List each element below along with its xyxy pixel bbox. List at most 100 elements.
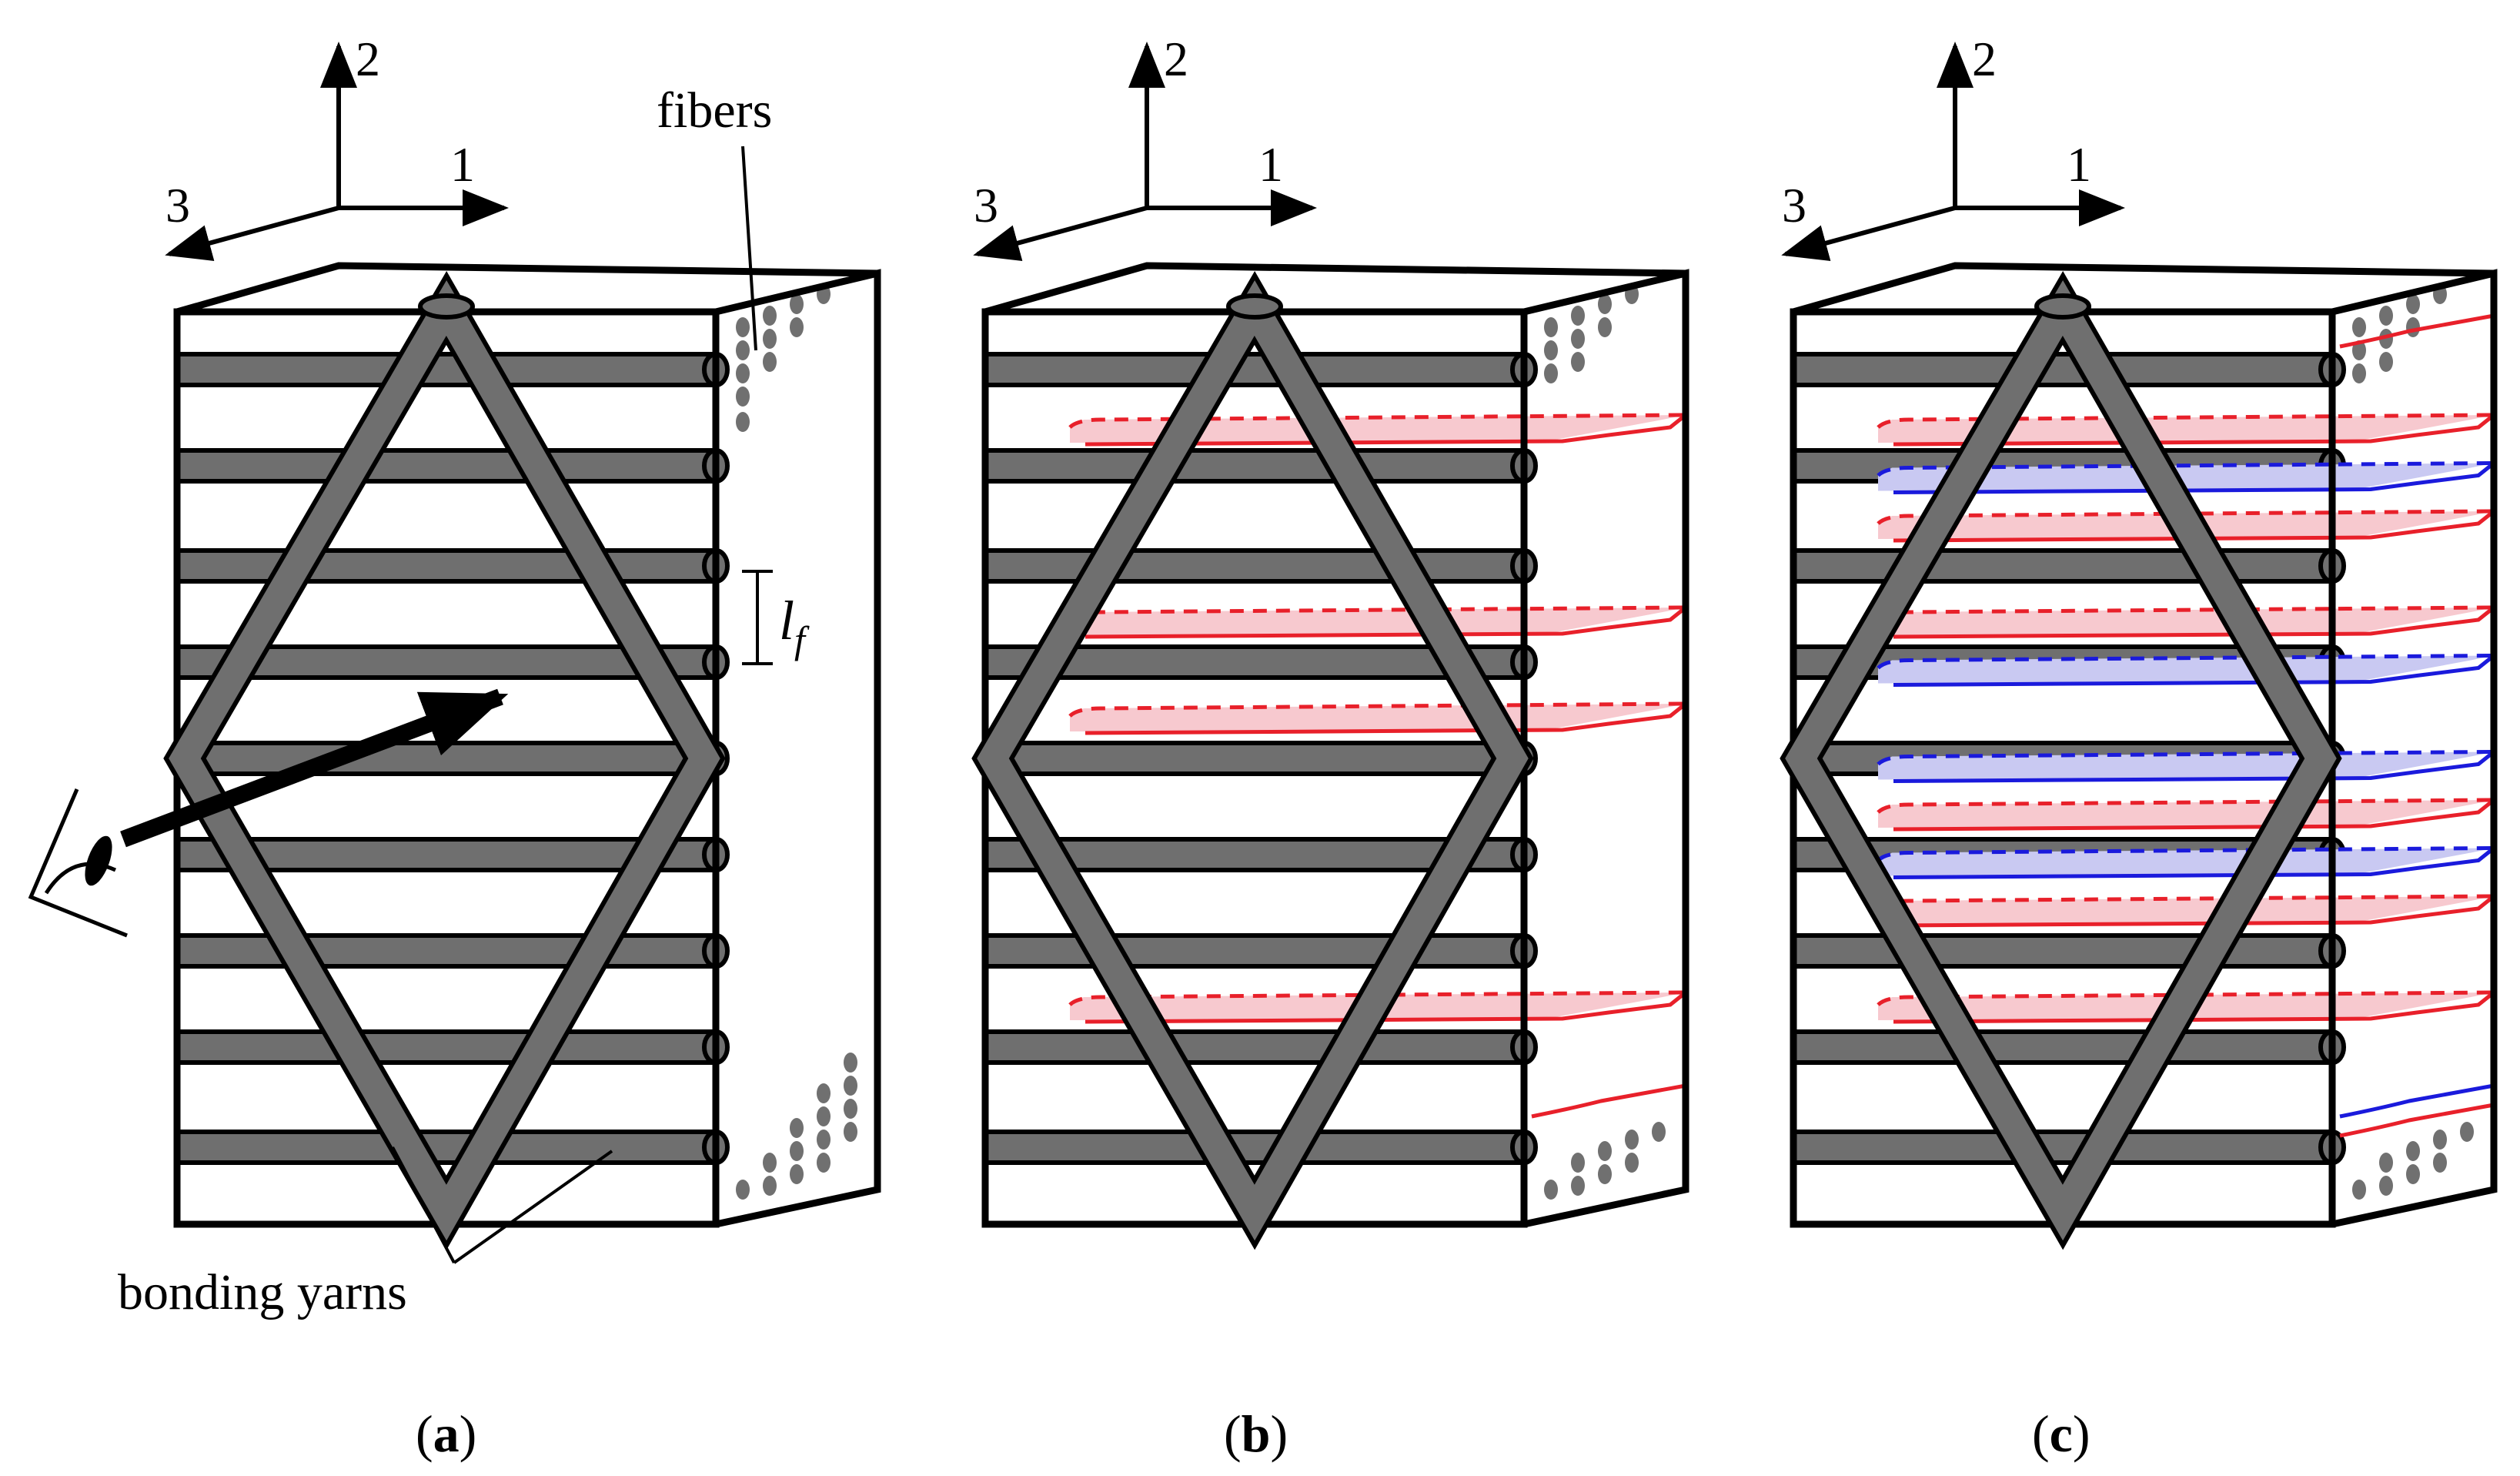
fiber-dot: [736, 363, 750, 383]
fiber-dot: [763, 1176, 777, 1196]
fiber-bar: [983, 448, 1526, 484]
fiber-dot: [2406, 1164, 2420, 1184]
eye-icon: [28, 788, 128, 938]
crack-solid-edge: [1085, 702, 1687, 735]
viewing-direction-arrow: [120, 688, 509, 848]
fiber-dot: [817, 1153, 831, 1173]
panel-b: 213(b): [971, 32, 1689, 1463]
top-face: [985, 266, 1686, 312]
fiber-dot: [763, 352, 777, 372]
side-face: [1524, 273, 1686, 1224]
bonding-yarn: [971, 270, 1534, 1250]
laminate-block: [163, 262, 881, 1250]
axis-3-arrow: [165, 206, 339, 261]
crack-fill: [1878, 800, 2494, 828]
crack-dashed-edge: [1877, 461, 2495, 477]
fiber-dot: [817, 1106, 831, 1126]
crack-solid-edge: [1893, 991, 2495, 1024]
fiber-dot: [1544, 340, 1558, 360]
crack-dashed-edge: [1877, 798, 2495, 814]
yarn-top-end: [2034, 293, 2091, 320]
fiber-dot: [763, 1153, 777, 1173]
axis-1-label: 1: [2067, 137, 2091, 192]
caption-letter: c: [2050, 1404, 2073, 1463]
laminate-block: [1780, 262, 2498, 1250]
fiber-bars: [175, 352, 730, 1165]
fiber-bar: [175, 448, 718, 484]
panel-a-annotations: fibers lf bonding yarns: [28, 82, 810, 1320]
crack-solid-edge: [1893, 654, 2495, 687]
fiber-dot: [790, 317, 804, 337]
fiber-bar: [983, 741, 1526, 776]
side-outline: [2331, 269, 2498, 1228]
caption-close: ): [460, 1404, 477, 1463]
axis-triad: 2 1 3: [1781, 32, 2125, 261]
axis-3-arrow: [1781, 206, 1956, 261]
crack-layer: [1068, 413, 1687, 1119]
panel-caption: (b): [1224, 1404, 1288, 1463]
fiber-bar: [983, 1130, 1526, 1165]
axis-3-label: 3: [1782, 178, 1806, 233]
fiber-bar: [175, 741, 718, 776]
caption-open: (: [2032, 1404, 2050, 1463]
top-outline: [175, 262, 878, 316]
crack-solid-edge: [1893, 798, 2495, 832]
crack-solid-edge: [2339, 1103, 2495, 1138]
crack-solid-edge: [2339, 313, 2495, 349]
side-face: [716, 273, 877, 1224]
fiber-dot: [790, 294, 804, 314]
side-outline: [714, 269, 881, 1228]
fiber-bar: [175, 548, 718, 584]
fiber-cross-sections: [2352, 284, 2474, 1200]
panel-a: 213 (a): [163, 32, 881, 1463]
axis-3-label: 3: [974, 178, 998, 233]
fiber-dot: [2379, 352, 2393, 372]
fiber-dot: [736, 1180, 750, 1200]
bonding-yarns-label: bonding yarns: [118, 1264, 407, 1320]
fiber-dot: [2406, 1141, 2420, 1161]
panel-caption: (c): [2032, 1404, 2091, 1463]
fiber-dot: [2379, 329, 2393, 349]
yarn-leader-line-1: [391, 1146, 456, 1263]
axis-2-label: 2: [1164, 32, 1188, 86]
fiber-dot: [2352, 340, 2366, 360]
fiber-dot: [2352, 317, 2366, 337]
top-face: [177, 266, 877, 312]
fiber-bar: [983, 548, 1526, 584]
fiber-dot: [2433, 1130, 2447, 1150]
fibers-label: fibers: [657, 82, 772, 139]
fiber-dot: [844, 1122, 857, 1142]
crack-dashed-edge: [1877, 750, 2495, 766]
axis-triad: 213: [165, 32, 509, 261]
crack-solid-edge: [1893, 846, 2495, 879]
fiber-dot: [2406, 317, 2420, 337]
fiber-dot: [790, 1141, 804, 1161]
top-outline: [984, 262, 1686, 316]
crack-solid-edge: [1531, 1083, 1686, 1119]
crack-fill: [1070, 415, 1686, 443]
crack-fill: [1878, 655, 2494, 684]
fiber-bar: [1791, 933, 2335, 969]
fiber-dot: [736, 317, 750, 337]
top-outline: [1792, 262, 2495, 316]
crack-dashed-edge: [1068, 413, 1686, 429]
crack-fill: [1878, 848, 2494, 876]
fiber-dot: [817, 1083, 831, 1103]
crack-dashed-edge: [1877, 990, 2495, 1006]
fiber-dot: [1598, 1164, 1612, 1184]
axis-3-arrow: [973, 206, 1148, 261]
panel-c: 2 1 3 (c): [1780, 32, 2498, 1463]
yarn-leader-line-2: [453, 1150, 613, 1264]
fiber-dot: [2433, 1153, 2447, 1173]
laminate-block: [971, 262, 1689, 1250]
axis-2-label: 2: [1972, 32, 1997, 86]
fiber-bar: [175, 933, 718, 969]
fiber-dot: [1625, 1130, 1639, 1150]
crack-dashed-edge: [1877, 654, 2495, 670]
fiber-dot: [1652, 1122, 1666, 1142]
crack-fill: [1878, 415, 2494, 443]
crack-solid-edge: [1085, 606, 1687, 639]
panel-caption: (a): [416, 1404, 476, 1463]
fiber-bar: [983, 1029, 1526, 1065]
